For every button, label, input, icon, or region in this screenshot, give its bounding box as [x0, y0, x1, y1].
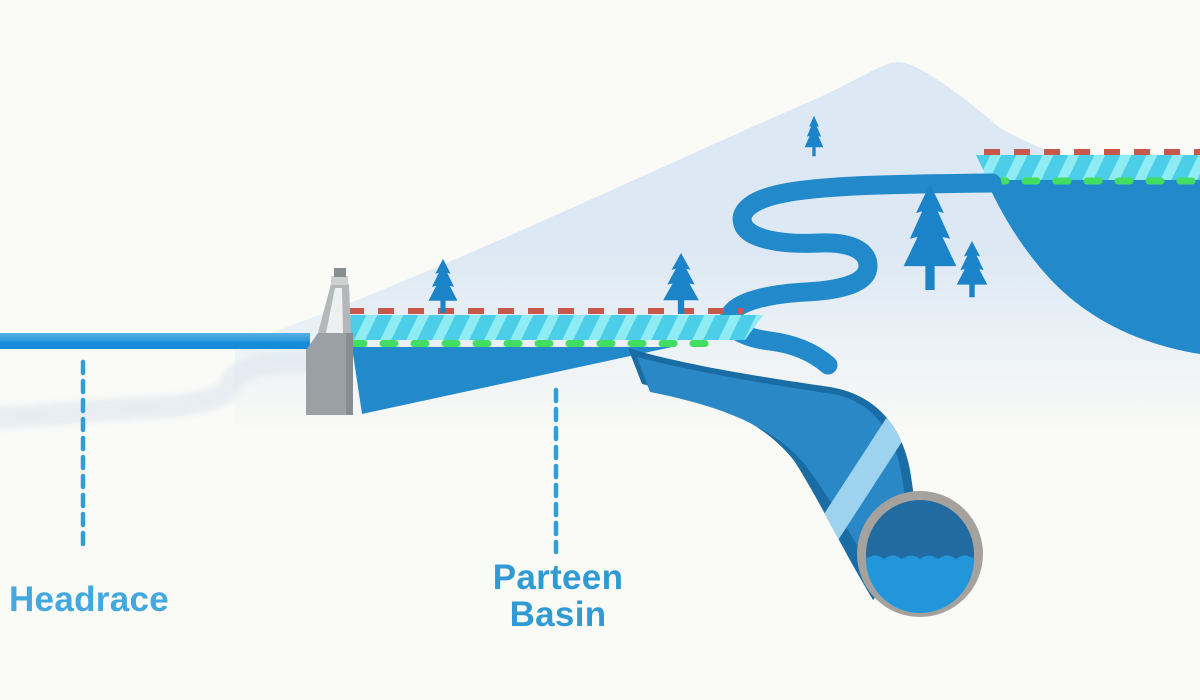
pipe-body [637, 357, 908, 585]
headrace-channel [0, 333, 310, 349]
basin-water-wedge [352, 347, 672, 414]
parteen-basin [340, 308, 763, 414]
dam-base [306, 333, 353, 415]
parteen-label-line1: Parteen [492, 558, 624, 597]
upper-lake-surface-texture [976, 155, 1200, 180]
tower-cap-top [334, 268, 346, 277]
parteen-label-line2: Basin [509, 595, 607, 634]
upper-lake-water [985, 160, 1200, 354]
pipe-mouth-waterline [866, 555, 974, 613]
dam-shadow-edge [346, 333, 353, 415]
upper-lake [976, 149, 1200, 354]
basin-surface-texture [340, 315, 763, 340]
pipe-mouth [857, 491, 983, 617]
headrace-label: Headrace [0, 581, 178, 618]
dam-structure [306, 268, 353, 415]
tower-cap [331, 276, 348, 285]
pipe-collar-band [809, 418, 909, 550]
intake-tower-face [326, 288, 343, 333]
ghost-river-meander [0, 350, 323, 430]
penstock-pipe [628, 348, 983, 617]
headrace-label-text: Headrace [8, 580, 169, 619]
parteen-basin-label: Parteen Basin [455, 559, 661, 633]
